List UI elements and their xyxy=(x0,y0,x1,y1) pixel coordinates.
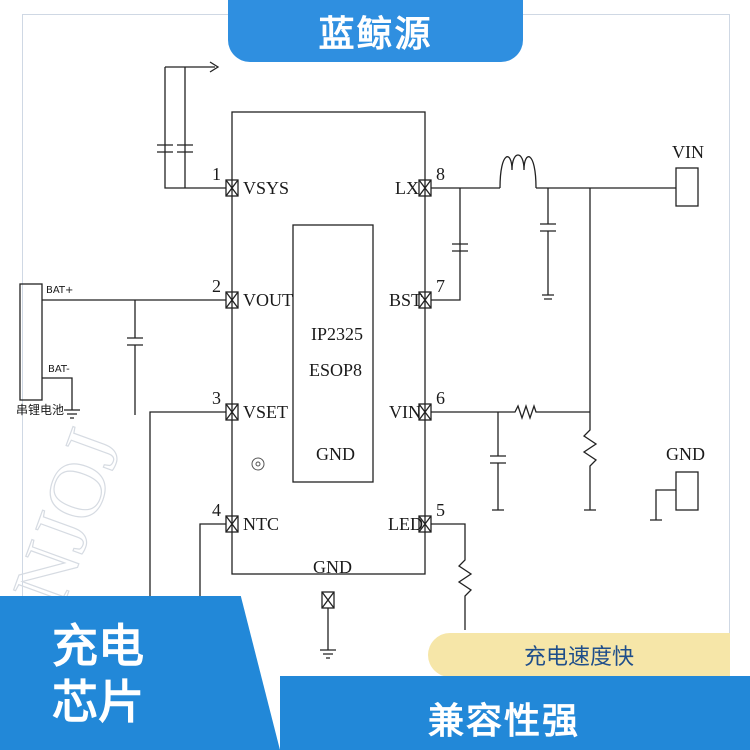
pin7-number: 7 xyxy=(436,276,445,296)
chip-die xyxy=(292,224,374,483)
pin5-number: 5 xyxy=(436,500,445,520)
feature-pill-text: 充电速度快 xyxy=(523,645,634,670)
pin2-name: VOUT xyxy=(243,290,293,310)
svg-text:NJOJ: NJOJ xyxy=(0,419,140,616)
pin2-number: 2 xyxy=(212,276,221,296)
pin7-name: BST xyxy=(389,290,422,310)
bottom-banner: 兼容性强 xyxy=(280,676,750,750)
brand-title: 蓝鲸源 xyxy=(318,14,433,55)
pin6-number: 6 xyxy=(436,388,445,408)
gnd-pin-label: GND xyxy=(313,557,352,577)
orientation-dot xyxy=(251,457,265,471)
pin3-name: VSET xyxy=(243,402,288,422)
brand-banner: 蓝鲸源 xyxy=(228,0,523,62)
watermark: NJOJ xyxy=(0,418,140,616)
pin8-number: 8 xyxy=(436,164,445,184)
chip-package: ESOP8 xyxy=(309,360,362,380)
left-promo-block xyxy=(0,596,280,750)
left-promo-text: 充电 芯片 xyxy=(52,618,144,730)
chip-gnd-label: GND xyxy=(316,444,355,464)
battery-label: 串锂电池 xyxy=(16,402,64,417)
pin4-name: NTC xyxy=(243,514,279,534)
vin-connector-label: VIN xyxy=(672,142,704,162)
bat-minus-label: BAT- xyxy=(48,364,70,375)
pin6-name: VIN xyxy=(389,402,421,422)
feature-pill: 充电速度快 xyxy=(428,633,730,677)
chip-part-number: IP2325 xyxy=(311,324,363,344)
pin8-name: LX xyxy=(395,178,419,198)
pin-marks-left xyxy=(225,179,239,533)
bottom-banner-text: 兼容性强 xyxy=(428,701,581,742)
left-promo-line1: 充电 xyxy=(52,619,144,673)
pin5-name: LED xyxy=(388,514,423,534)
pin1-number: 1 xyxy=(212,164,221,184)
pin3-number: 3 xyxy=(212,388,221,408)
bat-plus-label: BAT+ xyxy=(46,285,73,296)
left-promo-line2: 芯片 xyxy=(52,675,144,729)
chip-body xyxy=(231,111,426,575)
pin4-number: 4 xyxy=(212,500,221,520)
gnd-connector-label: GND xyxy=(666,444,705,464)
pin1-name: VSYS xyxy=(243,178,289,198)
